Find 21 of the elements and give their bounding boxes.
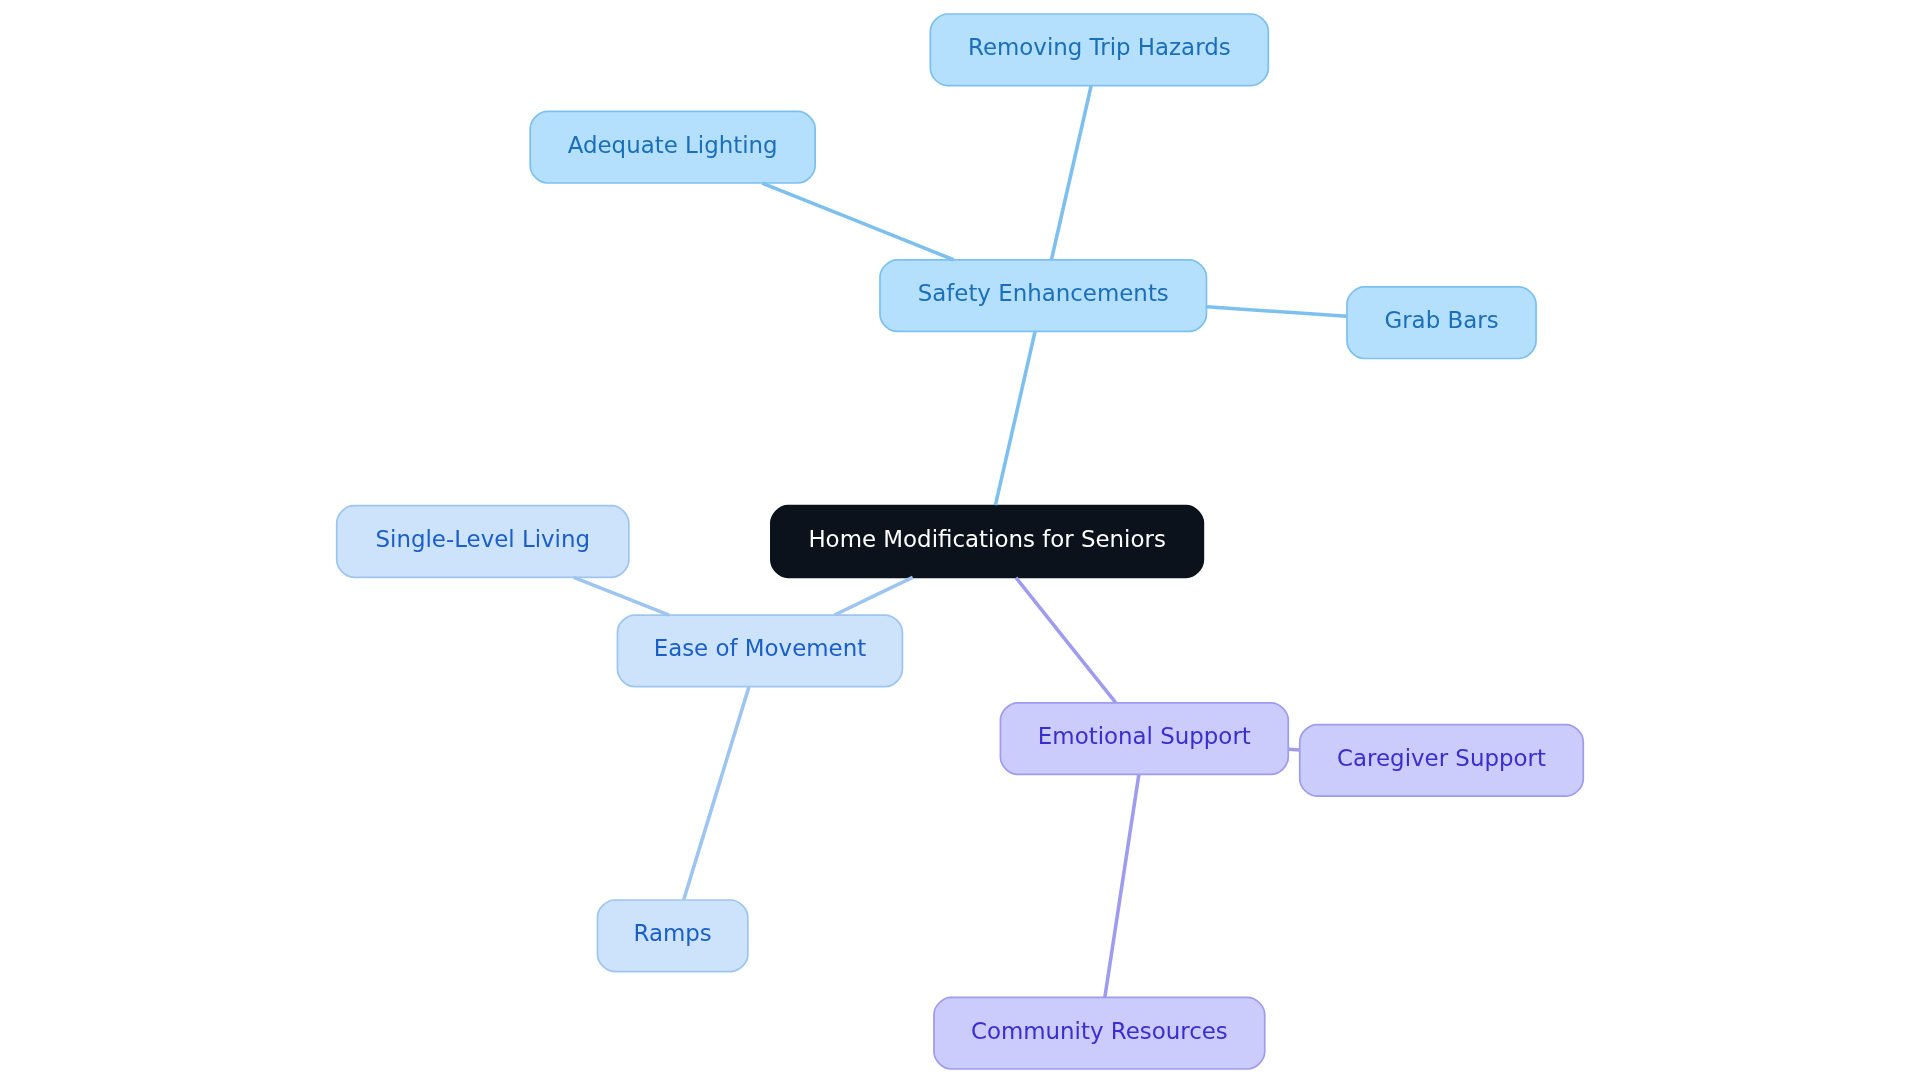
connector	[682, 686, 751, 901]
node-box: Adequate Lighting	[529, 110, 816, 184]
connector	[1206, 304, 1347, 319]
node-box: Removing Trip Hazards	[929, 13, 1270, 87]
connector	[1288, 747, 1300, 752]
connector	[833, 575, 914, 617]
node-box: Home Modifications for Seniors	[770, 504, 1205, 579]
node-box: Community Resources	[933, 996, 1266, 1070]
node-box: Caregiver Support	[1298, 723, 1585, 797]
connector	[1049, 85, 1093, 260]
connector	[1014, 576, 1118, 704]
node-box: Safety Enhancements	[879, 259, 1208, 333]
node-box: Single-Level Living	[335, 504, 630, 579]
connector	[761, 181, 955, 262]
connector	[993, 331, 1037, 506]
node-box: Ease of Movement	[616, 614, 904, 688]
connector	[1103, 774, 1141, 998]
node-box: Grab Bars	[1346, 286, 1537, 360]
connector	[573, 575, 670, 617]
node-box: Ramps	[596, 899, 749, 973]
node-box: Emotional Support	[999, 702, 1290, 776]
